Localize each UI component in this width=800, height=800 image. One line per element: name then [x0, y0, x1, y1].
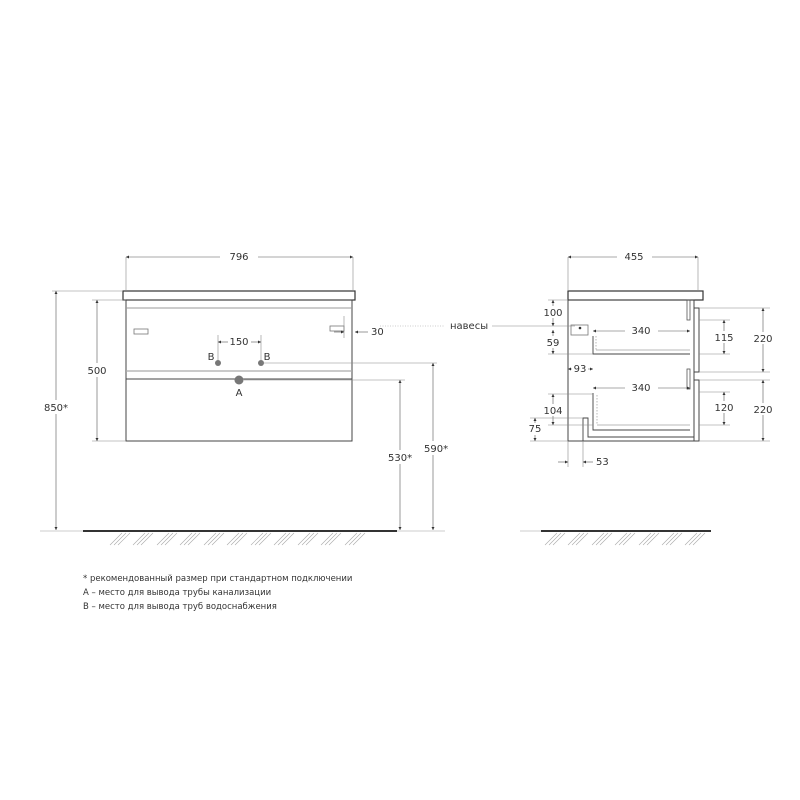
drawer-setback-dimension: 93	[574, 364, 587, 375]
drain-height-dimension: 530*	[388, 453, 412, 464]
countertop-side	[567, 290, 704, 301]
floor-hatching-side	[544, 532, 706, 546]
hooks-label: навесы	[450, 321, 488, 332]
water-outlet-left	[215, 360, 221, 366]
side-view: 455 навесы 100 59 340 93 340 115	[380, 252, 775, 546]
point-a-label: A	[236, 388, 243, 399]
hook-offset-dimension: 30	[371, 327, 384, 338]
plinth-height-dimension: 75	[529, 424, 542, 435]
floor-hatching-front	[109, 532, 366, 546]
body-height-dimension: 500	[87, 366, 106, 377]
note-point-a: A – место для вывода трубы канализации	[83, 588, 272, 598]
top-offset-dimension: 100	[543, 308, 562, 319]
hook-side-icon	[570, 324, 589, 336]
note-point-b: B – место для вывода труб водоснабжения	[83, 602, 277, 612]
point-b-left-label: B	[208, 352, 215, 363]
front-height-top-dimension: 220	[753, 334, 772, 345]
width-dimension: 796	[229, 252, 248, 263]
plinth-depth-dimension: 53	[596, 457, 609, 468]
total-height-dimension: 850*	[44, 403, 68, 414]
front-height-bottom-dimension: 220	[753, 405, 772, 416]
inner-height-bottom-dimension: 120	[714, 403, 733, 414]
drawer-depth-top-dimension: 340	[631, 326, 650, 337]
countertop-front	[122, 290, 356, 301]
hook-left-icon	[133, 328, 149, 335]
point-b-right-label: B	[264, 352, 271, 363]
water-height-dimension: 590*	[424, 444, 448, 455]
drain-outlet	[234, 375, 244, 385]
note-recommended-size: * рекомендованный размер при стандартном…	[83, 574, 353, 584]
depth-dimension: 455	[624, 252, 643, 263]
front-view: 796 850* 500 30 150 B B A	[40, 252, 449, 546]
water-spacing-dimension: 150	[229, 337, 248, 348]
hook-gap-dimension: 59	[547, 338, 560, 349]
hook-right-icon	[329, 325, 345, 332]
inner-height-top-dimension: 115	[714, 333, 733, 344]
drawer-depth-bottom-dimension: 340	[631, 383, 650, 394]
bottom-drawer-offset-dimension: 104	[543, 406, 562, 417]
